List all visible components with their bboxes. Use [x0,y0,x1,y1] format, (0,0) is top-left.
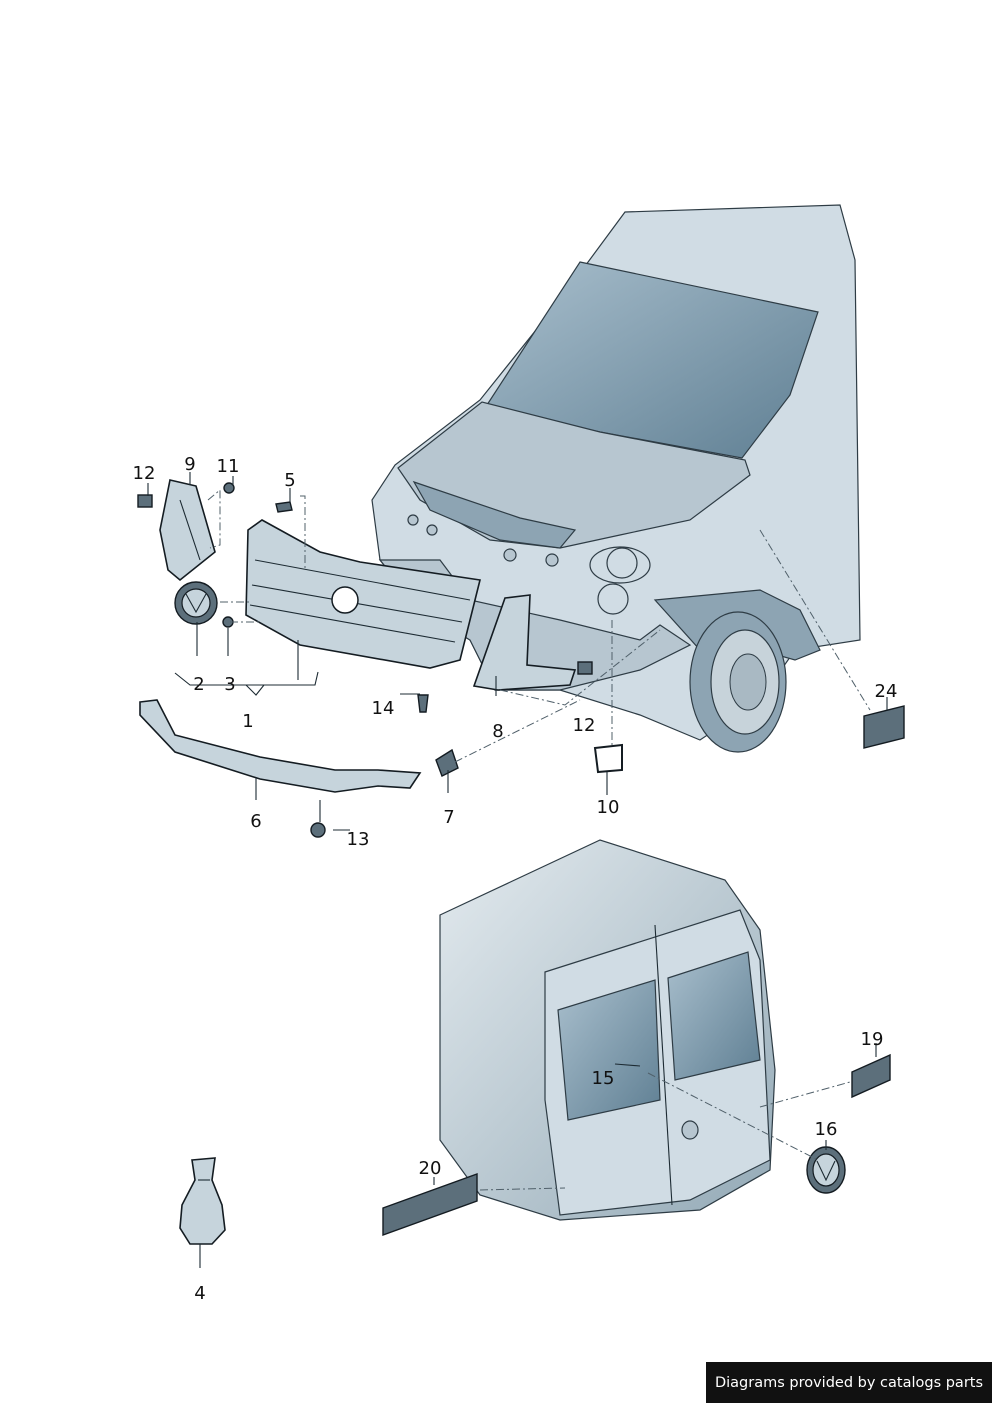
callout-16: 16 [815,1119,838,1140]
rear-van-body [439,839,776,1221]
badge-24 [863,705,905,749]
callout-13: 13 [347,829,370,850]
callout-20: 20 [419,1158,442,1179]
callout-6: 6 [250,811,261,832]
callout-19: 19 [861,1029,884,1050]
badge-19 [851,1053,891,1099]
emblem-rear [806,1146,846,1194]
callout-2: 2 [193,674,204,695]
callout-9: 9 [184,454,195,475]
front-moulding [139,699,422,793]
credit-banner: Diagrams provided by catalogs parts [706,1362,992,1403]
front-van-body [371,204,861,753]
callout-12b: 12 [573,715,596,736]
callout-12: 12 [133,463,156,484]
callout-14: 14 [372,698,395,719]
callout-5: 5 [284,470,295,491]
callout-3: 3 [224,674,235,695]
leader-lines [147,472,888,1268]
badge-20 [382,1173,478,1236]
emblem-front [174,581,218,625]
callout-24: 24 [875,681,898,702]
small-parts-bag [179,1157,226,1245]
light-frame [593,743,623,774]
callout-10: 10 [597,797,620,818]
callout-7: 7 [443,807,454,828]
callout-labels: 12 9 11 5 2 3 1 14 8 12 10 24 6 7 13 19 … [133,454,898,1304]
callout-4: 4 [194,1283,205,1304]
callout-11: 11 [217,456,240,477]
callout-1: 1 [242,711,253,732]
side-trim [472,594,577,691]
bracket-part [159,479,216,582]
callout-8: 8 [492,721,503,742]
callout-15: 15 [592,1068,615,1089]
